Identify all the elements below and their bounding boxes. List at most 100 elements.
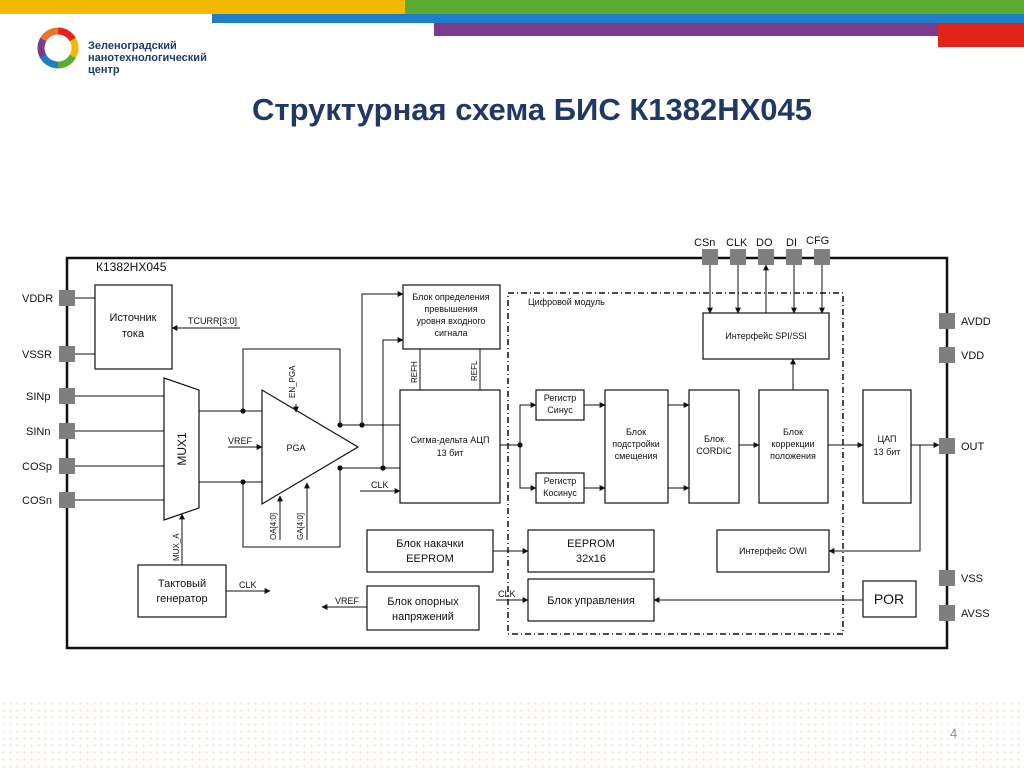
pin-vddr: [59, 290, 75, 306]
signal-mux-a: MUX_A: [172, 533, 181, 561]
block-clock-gen: [137, 564, 227, 618]
junction-dot: [240, 408, 246, 414]
signal-vref-pga: VREF: [228, 436, 253, 446]
eeprom-pump-line1: Блок накачки: [396, 538, 463, 550]
wire-pga-feedback-bottom: [242, 468, 341, 548]
wire-pga-feedback-top: [242, 348, 341, 425]
signal-ga: GA[4:0]: [296, 513, 305, 540]
cordic-line2: CORDIC: [696, 446, 732, 456]
wire-out-owi: [828, 445, 921, 554]
pin-sinn: [59, 423, 75, 439]
pin-cosp: [59, 458, 75, 474]
logo: Зеленоградский нанотехнологический центр: [0, 14, 210, 82]
block-dac: [862, 389, 912, 504]
offset-adjust-line3: смещения: [615, 451, 658, 461]
top-bar-red: [938, 23, 1024, 47]
pin-sinp: [59, 388, 75, 404]
signal-oa: OA[4:0]: [269, 513, 278, 540]
signal-clk-adc: CLK: [371, 480, 389, 490]
logo-text: Зеленоградский нанотехнологический центр: [88, 40, 208, 76]
ref-voltages-line2: напряжений: [392, 611, 454, 623]
block-reg-sin: [535, 389, 585, 421]
signal-clk-gen: CLK: [239, 580, 257, 590]
pin-label-csn: CSn: [694, 237, 715, 249]
pin-label-out: OUT: [961, 441, 985, 453]
pin-label-avdd: AVDD: [961, 316, 991, 328]
signal-en-pga: EN_PGA: [288, 365, 297, 398]
pin-label-cosp: COSp: [22, 461, 52, 473]
pin-label-cosn: COSn: [22, 495, 52, 507]
pin-cfg: [814, 249, 830, 265]
pin-avss: [939, 605, 955, 621]
block-current-source: [94, 284, 173, 370]
block-eeprom: [527, 529, 655, 573]
reg-cos-line1: Регистр: [544, 476, 577, 486]
junction-dot: [337, 422, 343, 428]
pga-label: PGA: [286, 443, 305, 453]
junction-dot: [380, 465, 386, 471]
top-pins: CSn CLK DO DI CFG: [694, 235, 830, 265]
clock-gen-line2: генератор: [156, 593, 207, 605]
right-pins: AVDD VDD OUT VSS AVSS: [939, 313, 991, 621]
adc-line1: Сигма-дельта АЦП: [411, 435, 490, 445]
position-correction-line1: Блок: [783, 427, 803, 437]
pin-out: [939, 438, 955, 454]
block-owi: [716, 529, 830, 573]
pin-vdd: [939, 347, 955, 363]
block-adc: [399, 389, 501, 504]
top-bar-yellow: [0, 0, 405, 14]
chip-label: К1382НХ045: [96, 260, 167, 274]
pin-label-do: DO: [756, 237, 773, 249]
mux-label: MUX1: [175, 432, 189, 466]
position-correction-line3: положения: [770, 451, 816, 461]
ref-voltages-line1: Блок опорных: [387, 596, 459, 608]
logo-line-3: центр: [88, 64, 120, 76]
block-overflow-detect: [402, 284, 501, 350]
overflow-detect-line2: превышения: [424, 304, 477, 314]
block-spi: [702, 312, 830, 360]
pin-label-sinp: SINp: [26, 391, 50, 403]
pin-label-vdd: VDD: [961, 350, 984, 362]
signal-refl: REFL: [470, 360, 479, 381]
clock-gen-line1: Тактовый: [158, 578, 206, 590]
block-control: [527, 578, 655, 622]
pin-label-avss: AVSS: [961, 608, 990, 620]
wire-to-overflow-top: [361, 291, 404, 425]
eeprom-line1: EEPROM: [567, 538, 615, 550]
por-label: POR: [874, 591, 904, 607]
reg-sin-line2: Синус: [547, 405, 573, 415]
page-title: Структурная схема БИС К1382НХ045: [252, 92, 812, 127]
overflow-detect-line3: уровня входного: [417, 316, 486, 326]
junction-dot: [337, 465, 343, 471]
adc-line2: 13 бит: [437, 448, 464, 458]
pin-cosn: [59, 492, 75, 508]
pin-di: [786, 249, 802, 265]
dac-line2: 13 бит: [874, 447, 901, 457]
current-source-line2: тока: [122, 328, 145, 340]
pin-vss: [939, 570, 955, 586]
block-ref-voltages: [366, 585, 480, 631]
signal-vref-out: VREF: [335, 596, 360, 606]
overflow-detect-line1: Блок определения: [412, 292, 490, 302]
current-source-line1: Источник: [110, 312, 157, 324]
logo-line-2: нанотехнологический: [88, 52, 207, 64]
control-label: Блок управления: [547, 595, 635, 607]
pin-label-sinn: SINn: [26, 426, 50, 438]
decorative-dot-pattern: [0, 700, 1024, 768]
wire-adc-reg-sin: [519, 402, 537, 445]
position-correction-line2: коррекции: [771, 439, 814, 449]
cordic-line1: Блок: [704, 434, 724, 444]
pin-label-vss: VSS: [961, 573, 983, 585]
signal-tcurr: TCURR[3:0]: [188, 316, 237, 326]
block-mux: [163, 377, 200, 521]
block-offset-adjust: [604, 389, 669, 504]
owi-label: Интерфейс OWI: [739, 546, 807, 556]
pin-label-vddr: VDDR: [22, 293, 53, 305]
pin-do: [758, 249, 774, 265]
junction-dot: [517, 442, 523, 448]
block-reg-cos: [535, 472, 585, 504]
block-position-correction: [758, 389, 829, 504]
left-pins: VDDR VSSR SINp SINn COSp COSn: [22, 290, 75, 508]
eeprom-pump-line2: EEPROM: [406, 553, 454, 565]
overflow-detect-line4: сигнала: [434, 328, 467, 338]
